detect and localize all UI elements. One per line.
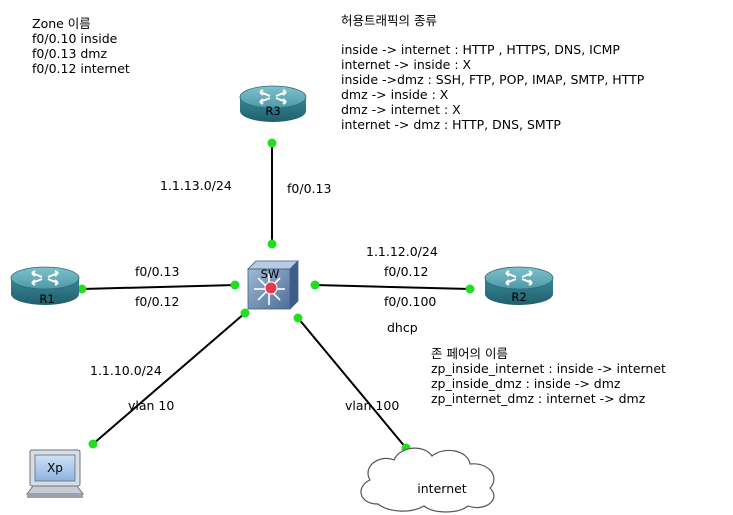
link-dot xyxy=(310,280,320,290)
traffic-policy-line: inside -> internet : HTTP , HTTPS, DNS, … xyxy=(341,42,620,57)
link-dot xyxy=(88,439,98,449)
interface-label-r1-12: f0/0.12 xyxy=(135,294,179,309)
network-label-10: 1.1.10.0/24 xyxy=(90,363,162,378)
interface-label-r2-12: f0/0.12 xyxy=(384,264,428,279)
link-dot xyxy=(240,308,250,318)
vlan10-label: vlan 10 xyxy=(128,398,174,413)
link-r1-sw xyxy=(81,284,237,290)
router-arrows-icon xyxy=(259,89,287,105)
router-r3[interactable]: R3 xyxy=(239,85,307,122)
traffic-policy-line: internet -> dmz : HTTP, DNS, SMTP xyxy=(341,117,561,132)
zone-info-line: f0/0.12 internet xyxy=(32,61,130,76)
network-label-13: 1.1.13.0/24 xyxy=(160,178,232,193)
zone-info-line: f0/0.10 inside xyxy=(32,31,118,46)
interface-label-r1-13: f0/0.13 xyxy=(135,264,179,279)
switch-sw[interactable]: SW xyxy=(247,260,299,310)
router-arrows-icon xyxy=(505,270,533,286)
zone-pair-line: zp_internet_dmz : internet -> dmz xyxy=(431,391,646,406)
router-arrows-icon xyxy=(31,270,59,286)
router-r2[interactable]: R2 xyxy=(484,266,554,305)
pc-xp[interactable]: Xp xyxy=(26,449,84,498)
zone-info-line: f0/0.13 dmz xyxy=(32,46,108,61)
interface-label-r2-100: f0/0.100 xyxy=(384,294,436,309)
pc-label-xp: Xp xyxy=(47,461,63,475)
link-sw-r2 xyxy=(314,284,471,290)
traffic-policy-line: inside ->dmz : SSH, FTP, POP, IMAP, SMTP… xyxy=(341,72,645,87)
link-dot xyxy=(230,280,240,290)
link-sw-internet xyxy=(297,317,407,449)
zone-pair-line: zp_inside_dmz : inside -> dmz xyxy=(431,376,621,391)
cloud-label-internet: internet xyxy=(417,481,467,496)
router-label-r3: R3 xyxy=(265,104,280,118)
link-dots xyxy=(77,138,475,453)
router-label-r2: R2 xyxy=(511,290,526,304)
router-label-r1: R1 xyxy=(39,292,54,306)
switch-label-sw: SW xyxy=(261,267,280,281)
switch-status-icon xyxy=(264,281,278,295)
zone-pairs-title: 존 페어의 이름 xyxy=(431,346,508,361)
dhcp-label: dhcp xyxy=(387,320,418,335)
zone-info: Zone 이름 f0/0.10 inside f0/0.13 dmz f0/0.… xyxy=(32,16,130,76)
vlan100-label: vlan 100 xyxy=(345,398,399,413)
traffic-policy: 허용트래픽의 종류 inside -> internet : HTTP , HT… xyxy=(341,13,644,132)
link-dot xyxy=(293,313,303,323)
traffic-policy-line: internet -> inside : X xyxy=(341,57,472,72)
zone-info-title: Zone 이름 xyxy=(32,16,91,31)
link-sw-xp xyxy=(92,312,246,445)
zone-pairs: 존 페어의 이름 zp_inside_internet : inside -> … xyxy=(431,346,666,406)
zone-pair-line: zp_inside_internet : inside -> internet xyxy=(431,361,666,376)
link-dot xyxy=(465,284,475,294)
link-dot xyxy=(77,284,87,294)
traffic-policy-line: dmz -> internet : X xyxy=(341,102,461,117)
traffic-policy-title: 허용트래픽의 종류 xyxy=(341,13,437,28)
router-r1[interactable]: R1 xyxy=(10,266,80,306)
link-dot xyxy=(267,138,277,148)
link-labels: 1.1.13.0/24 f0/0.13 1.1.12.0/24 f0/0.12 … xyxy=(90,178,438,413)
traffic-policy-line: dmz -> inside : X xyxy=(341,87,449,102)
link-dot xyxy=(267,239,277,249)
links xyxy=(81,143,471,449)
network-label-12: 1.1.12.0/24 xyxy=(366,244,438,259)
interface-label-r3: f0/0.13 xyxy=(287,181,331,196)
cloud-internet[interactable]: internet xyxy=(360,447,495,513)
cloud-icon xyxy=(360,447,495,513)
